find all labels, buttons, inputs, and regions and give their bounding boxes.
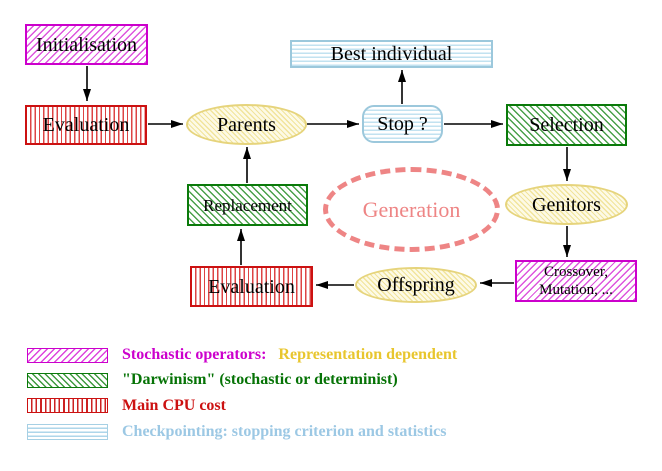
node-initialisation: Initialisation — [25, 24, 148, 65]
node-evaluation-bottom: Evaluation — [190, 266, 313, 307]
node-crossover-mutation: Crossover, Mutation, ... — [515, 260, 637, 302]
legend-label-checkpointing: Checkpointing: stopping criterion and st… — [122, 423, 447, 440]
legend-swatch-cpu — [27, 398, 108, 413]
node-genitors: Genitors — [505, 184, 628, 225]
legend-swatch-stochastic — [27, 348, 108, 363]
node-evaluation-top: Evaluation — [25, 105, 147, 145]
node-best-individual: Best individual — [290, 40, 493, 68]
legend-label-stochastic: Stochastic operators: Representation dep… — [122, 346, 457, 364]
legend-label-cpu: Main CPU cost — [122, 397, 226, 414]
legend-swatch-checkpointing — [27, 424, 108, 440]
legend-swatch-darwinism — [27, 373, 108, 388]
legend-label-darwinism: "Darwinism" (stochastic or determinist) — [122, 371, 398, 388]
generation-cycle-ellipse: Generation — [323, 167, 500, 252]
node-selection: Selection — [506, 104, 627, 146]
crossover-line1: Crossover, — [544, 264, 608, 280]
node-parents: Parents — [186, 104, 307, 145]
crossover-line2: Mutation, ... — [539, 282, 613, 298]
node-replacement: Replacement — [187, 184, 308, 226]
legend-label-stochastic-part2: Representation dependent — [278, 346, 458, 363]
legend-label-stochastic-part1: Stochastic operators: — [122, 346, 267, 363]
node-stop: Stop ? — [362, 105, 443, 143]
node-offspring: Offspring — [355, 267, 477, 303]
